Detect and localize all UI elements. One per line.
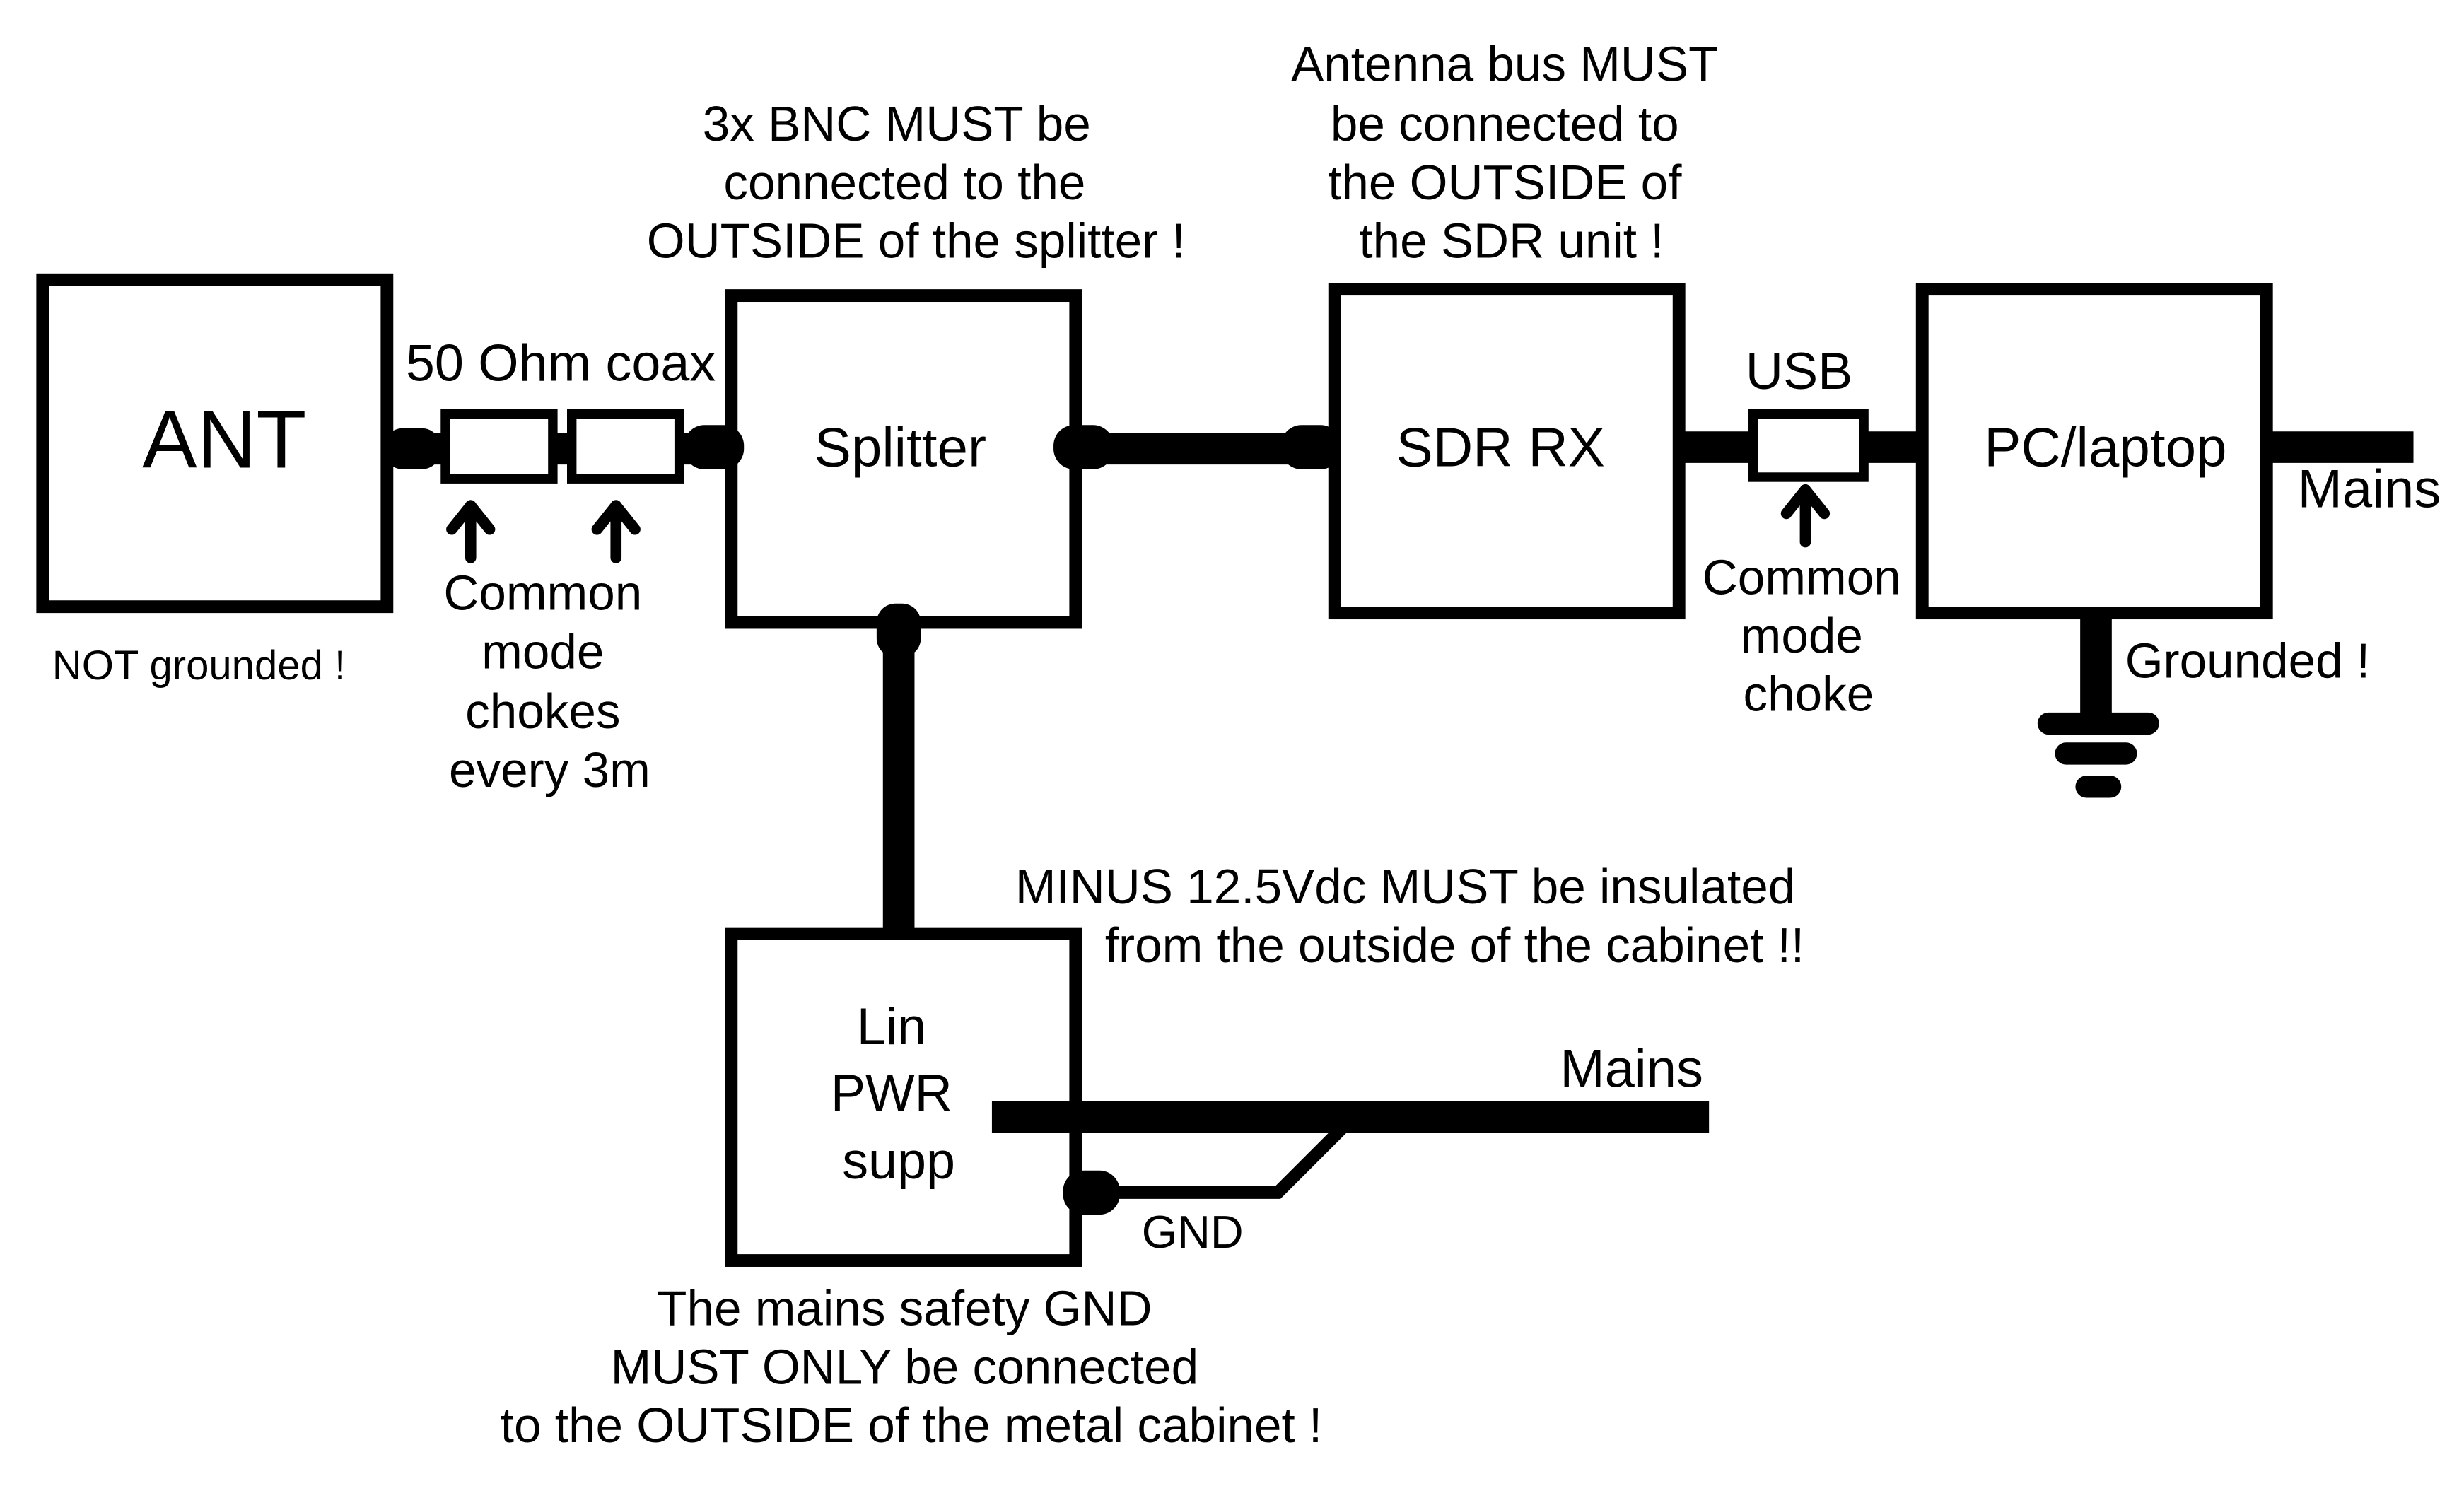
psu-minus-note: MINUS 12.5Vdc MUST be insulated from the… xyxy=(1015,859,1809,973)
pc-mains-label: Mains xyxy=(2298,459,2441,519)
choke-arrow-2 xyxy=(591,500,641,563)
coax-choke-2 xyxy=(566,409,684,484)
usb-choke-arrow xyxy=(1780,484,1831,548)
gnd-label: GND xyxy=(1142,1206,1244,1258)
psu-gnd-connector xyxy=(1063,1170,1120,1215)
choke-arrow-1 xyxy=(446,500,496,563)
ground-symbol-icon xyxy=(2037,712,2159,798)
ant-connector xyxy=(383,428,441,469)
usb-choke xyxy=(1748,409,1869,482)
sdr-rx-box xyxy=(1328,283,1686,620)
mains-gnd-note: The mains safety GND MUST ONLY be connec… xyxy=(501,1281,1322,1453)
antenna-bus-note: Antenna bus MUST be connected to the OUT… xyxy=(1291,36,1732,268)
gnd-wire xyxy=(1090,1120,1350,1199)
antenna-box xyxy=(36,273,394,614)
splitter-output-connector xyxy=(1053,425,1114,469)
splitter-bnc-note: 3x BNC MUST be connected to the OUTSIDE … xyxy=(647,96,1186,268)
pc-grounded-label: Grounded ! xyxy=(2125,633,2371,689)
usb-choke-note: Common mode choke xyxy=(1703,549,1915,721)
usb-label: USB xyxy=(1746,341,1853,400)
pc-laptop-label: PC/laptop xyxy=(1984,416,2226,478)
coax-chokes-note: Common mode chokes every 3m xyxy=(443,566,655,797)
antenna-label: ANT xyxy=(142,394,306,486)
sdr-rx-label: SDR RX xyxy=(1396,416,1605,478)
coax-label: 50 Ohm coax xyxy=(406,334,716,392)
splitter-label: Splitter xyxy=(814,416,986,478)
splitter-power-connector xyxy=(876,603,921,657)
sdr-input-connector xyxy=(1280,425,1341,469)
splitter-input-connector xyxy=(684,425,745,469)
psu-label: Lin PWR supp xyxy=(831,997,967,1190)
psu-mains-label: Mains xyxy=(1560,1038,1703,1099)
coax-choke-1 xyxy=(440,409,558,484)
antenna-ground-note: NOT grounded ! xyxy=(52,643,346,689)
